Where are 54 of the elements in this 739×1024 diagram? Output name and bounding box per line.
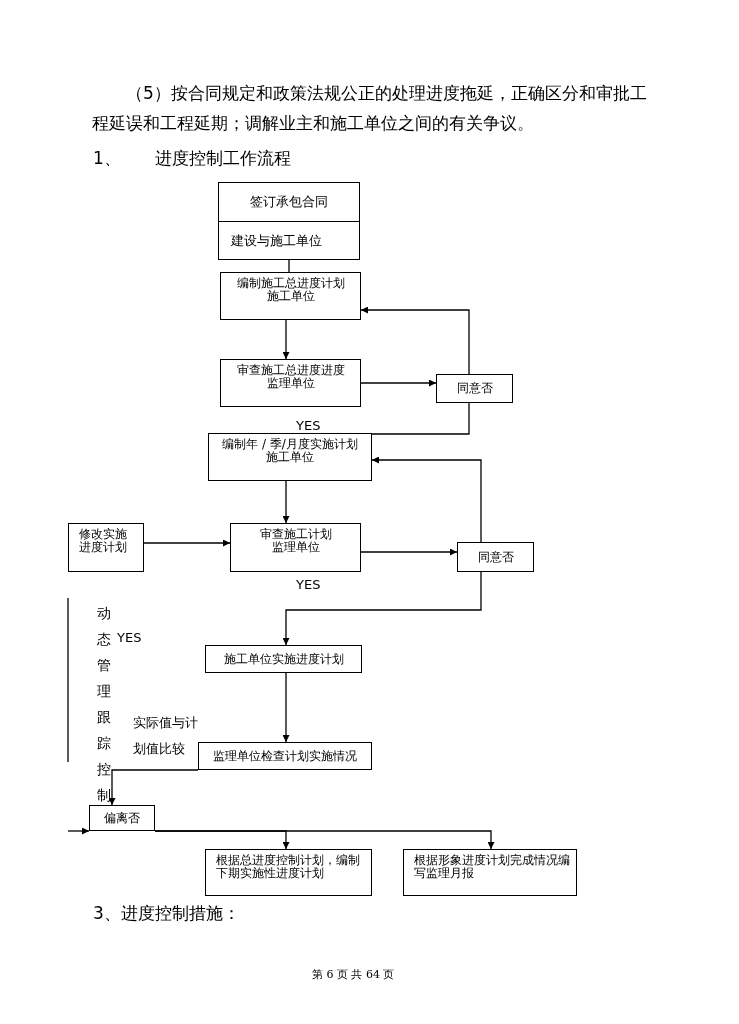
process-box (198, 742, 372, 770)
box-text: 偏离否 (104, 811, 140, 825)
arrow (282, 571, 482, 646)
box-text: 施工单位实施进度计划 (223, 652, 344, 666)
process-box (208, 433, 372, 481)
section-heading: 1、 进度控制工作流程 (93, 147, 292, 170)
comparison-note: 实际值与计划值比较 (133, 714, 199, 758)
arrow (108, 769, 199, 806)
paragraph-text: （5）按合同规定和政策法规公正的处理进度拖延，正确区分和审批工程延误和工程延期；调解业主和施工单位之间的有关争议。 (92, 82, 648, 135)
box-text: 审查施工总进度进度 (236, 364, 345, 377)
process-box (403, 849, 577, 896)
section-heading: 3、进度控制措施： (93, 902, 241, 925)
edge-label: YES (296, 578, 321, 592)
connector-line (288, 259, 290, 273)
arrow (282, 480, 290, 524)
yes-label: YES (117, 630, 143, 646)
box-text: 编制施工总进度计划 (236, 277, 345, 290)
box-text: 同意否 (456, 382, 493, 395)
edge-label: YES (296, 419, 321, 433)
box-text: 施工单位 (266, 451, 314, 464)
arrow (360, 379, 437, 387)
arrow (154, 830, 495, 850)
box-text: 监理单位检查计划实施情况 (213, 749, 357, 763)
arrow (282, 319, 290, 360)
process-box (457, 542, 534, 572)
arrow (371, 456, 482, 543)
arrow (282, 672, 290, 743)
page-number: 第 6 页 共 64 页 (312, 968, 396, 982)
connector-line (371, 402, 470, 435)
box-text: 建设与施工单位 (231, 233, 322, 247)
box-text: 根据形象进度计划完成情况编写监理月报 (414, 854, 570, 880)
arrow (360, 306, 470, 375)
box-text: 根据总进度控制计划，编制下期实施性进度计划 (216, 854, 361, 880)
process-box (218, 182, 360, 260)
arrow (67, 827, 90, 835)
arrow (360, 548, 458, 556)
box-text: 监理单位 (271, 541, 320, 554)
process-box (68, 523, 144, 572)
box-text: 编制年 / 季/月度实施计划 (222, 438, 358, 451)
process-box (89, 805, 155, 831)
box-text: 签订承包合同 (250, 195, 328, 209)
box-text: 同意否 (477, 550, 514, 564)
process-box (230, 523, 361, 572)
box-text: 审查施工计划 (259, 528, 332, 541)
process-box (205, 849, 372, 896)
process-box (436, 374, 513, 403)
box-text: 监理单位 (266, 377, 315, 390)
process-box (205, 645, 362, 673)
vertical-text: 动态管理跟踪控制 (97, 604, 112, 805)
process-box (220, 359, 361, 407)
box-text: 修改实施进度计划 (79, 528, 128, 554)
box-text: 施工单位 (266, 290, 315, 303)
process-box (220, 272, 361, 320)
arrow (143, 539, 231, 547)
